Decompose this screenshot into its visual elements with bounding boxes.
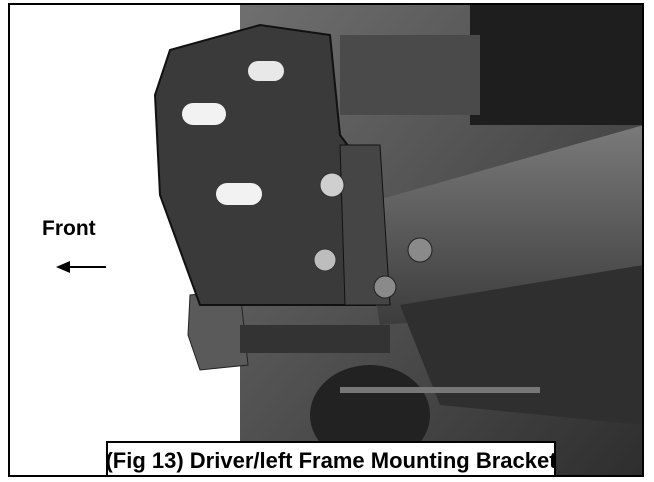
figure-caption: (Fig 13) Driver/left Frame Mounting Brac…	[105, 448, 557, 473]
bracket-photo	[153, 5, 642, 475]
left-arrow-icon	[56, 261, 106, 273]
front-label: Front	[42, 217, 96, 240]
figure-frame: Front (Fig 13) Driver/left Frame Mountin…	[8, 3, 644, 477]
caption-box: (Fig 13) Driver/left Frame Mounting Brac…	[105, 441, 557, 475]
